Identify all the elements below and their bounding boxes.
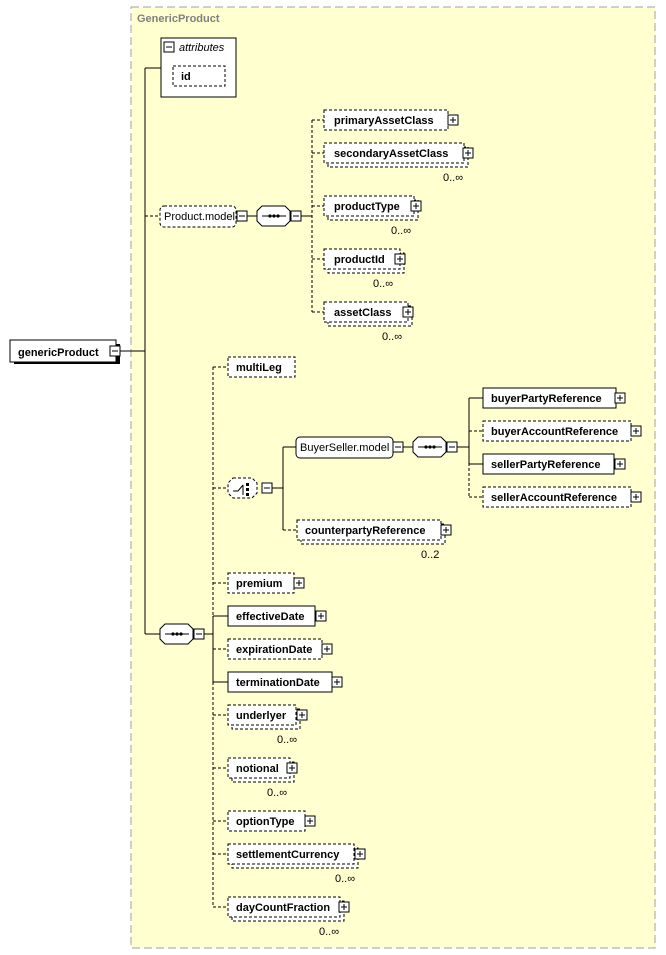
attribute-id: id: [181, 71, 191, 83]
svg-text:0..∞: 0..∞: [443, 172, 463, 184]
svg-text:BuyerSeller.model: BuyerSeller.model: [300, 442, 389, 454]
main-sequence-compositor[interactable]: [159, 623, 205, 645]
element-expirationDate[interactable]: expirationDate: [227, 638, 333, 660]
root-element[interactable]: genericProduct: [9, 339, 121, 364]
element-optionType[interactable]: optionType: [227, 810, 316, 832]
attributes-box: attributes id: [160, 37, 237, 98]
svg-text:sellerPartyReference: sellerPartyReference: [491, 459, 600, 471]
svg-text:counterpartyReference: counterpartyReference: [305, 525, 425, 537]
element-buyerPartyReference[interactable]: buyerPartyReference: [482, 387, 626, 409]
choice-compositor[interactable]: [227, 477, 273, 499]
element-productId[interactable]: productId 0..∞: [323, 248, 406, 290]
svg-text:productId: productId: [334, 254, 385, 266]
svg-text:effectiveDate: effectiveDate: [236, 611, 304, 623]
element-premium[interactable]: premium: [227, 572, 305, 594]
svg-text:sellerAccountReference: sellerAccountReference: [491, 492, 617, 504]
svg-text:0..∞: 0..∞: [319, 926, 339, 938]
element-notional[interactable]: notional 0..∞: [227, 757, 298, 799]
attributes-title: attributes: [179, 42, 225, 54]
svg-text:0..2: 0..2: [421, 549, 439, 561]
svg-text:assetClass: assetClass: [334, 307, 392, 319]
svg-text:secondaryAssetClass: secondaryAssetClass: [334, 148, 448, 160]
svg-text:settlementCurrency: settlementCurrency: [236, 849, 340, 861]
svg-text:0..∞: 0..∞: [267, 787, 287, 799]
element-dayCountFraction[interactable]: dayCountFraction 0..∞: [227, 896, 350, 938]
svg-text:0..∞: 0..∞: [335, 873, 355, 885]
element-sellerPartyReference[interactable]: sellerPartyReference: [482, 453, 626, 475]
sequence-compositor[interactable]: [256, 205, 302, 227]
element-settlementCurrency[interactable]: settlementCurrency 0..∞: [227, 843, 366, 885]
buyer-seller-model-ref[interactable]: BuyerSeller.model: [295, 436, 404, 459]
svg-text:expirationDate: expirationDate: [236, 644, 312, 656]
product-model-ref[interactable]: Product.model: [159, 205, 248, 228]
svg-text:buyerPartyReference: buyerPartyReference: [491, 393, 602, 405]
element-counterpartyReference[interactable]: counterpartyReference 0..2: [296, 519, 452, 561]
svg-text:buyerAccountReference: buyerAccountReference: [491, 426, 618, 438]
svg-text:0..∞: 0..∞: [373, 278, 393, 290]
element-terminationDate[interactable]: terminationDate: [227, 671, 343, 693]
svg-text:optionType: optionType: [236, 816, 294, 828]
svg-text:dayCountFraction: dayCountFraction: [236, 902, 330, 914]
svg-text:premium: premium: [236, 578, 283, 590]
group-title: GenericProduct: [137, 13, 220, 25]
svg-text:notional: notional: [236, 763, 279, 775]
svg-text:genericProduct: genericProduct: [18, 347, 99, 359]
element-underlyer[interactable]: underlyer 0..∞: [227, 704, 308, 746]
element-multiLeg[interactable]: multiLeg: [227, 356, 296, 378]
svg-text:primaryAssetClass: primaryAssetClass: [334, 115, 434, 127]
svg-text:Product.model: Product.model: [164, 211, 235, 223]
svg-text:0..∞: 0..∞: [391, 225, 411, 237]
element-secondaryAssetClass[interactable]: secondaryAssetClass 0..∞: [323, 142, 474, 184]
element-productType[interactable]: productType 0..∞: [323, 195, 422, 237]
element-assetClass[interactable]: assetClass 0..∞: [323, 301, 414, 343]
svg-text:0..∞: 0..∞: [277, 734, 297, 746]
svg-text:productType: productType: [334, 201, 400, 213]
svg-text:multiLeg: multiLeg: [236, 362, 282, 374]
svg-text:0..∞: 0..∞: [382, 331, 402, 343]
svg-text:terminationDate: terminationDate: [236, 677, 320, 689]
element-primaryAssetClass[interactable]: primaryAssetClass: [323, 109, 459, 131]
element-buyerAccountReference[interactable]: buyerAccountReference: [482, 420, 642, 442]
element-sellerAccountReference[interactable]: sellerAccountReference: [482, 486, 642, 508]
svg-text:underlyer: underlyer: [236, 710, 287, 722]
element-effectiveDate[interactable]: effectiveDate: [227, 605, 327, 627]
